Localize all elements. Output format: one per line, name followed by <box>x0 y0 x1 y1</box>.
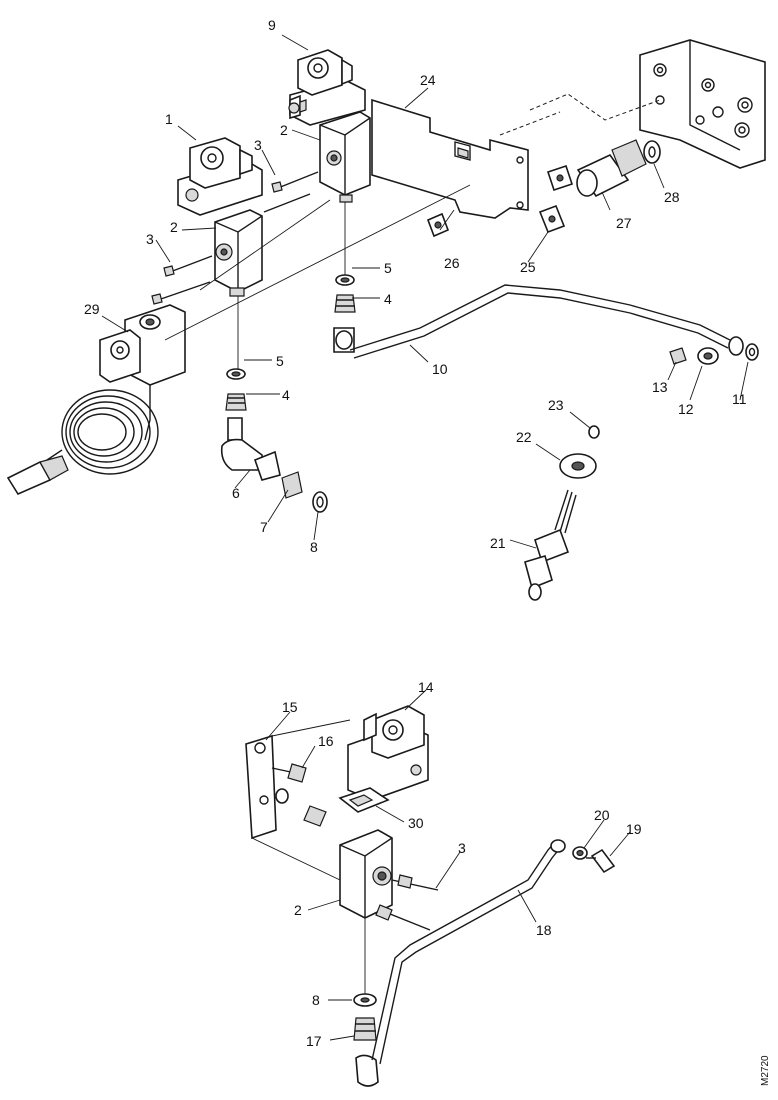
callout-26: 26 <box>444 255 460 271</box>
callout-3: 3 <box>458 840 466 856</box>
callout-6: 6 <box>232 485 240 501</box>
pipe-10 <box>349 284 744 359</box>
guide-line <box>199 199 331 291</box>
callout-10: 10 <box>432 361 448 377</box>
callout-19: 19 <box>626 821 642 837</box>
callout-14: 14 <box>418 679 434 695</box>
fitting-stack-middle <box>333 274 356 353</box>
screw-19 <box>586 848 616 874</box>
callout-8: 8 <box>312 992 320 1008</box>
washer-28 <box>643 140 661 164</box>
nut-13 <box>669 347 687 365</box>
washer-20 <box>572 846 588 860</box>
callout-labels: 9 24 1 2 3 2 3 29 5 4 5 4 6 7 8 10 26 25… <box>84 17 747 1049</box>
callout-2: 2 <box>294 902 302 918</box>
coiled-tube <box>6 389 159 496</box>
fitting-17 <box>353 1017 379 1087</box>
fitting-plate <box>546 164 574 192</box>
callout-18: 18 <box>536 922 552 938</box>
mount-22 <box>559 453 597 479</box>
callout-12: 12 <box>678 401 694 417</box>
fitting-stack-left <box>220 368 328 513</box>
mounting-plate-24 <box>371 98 529 219</box>
callout-2: 2 <box>280 122 288 138</box>
callout-4: 4 <box>282 387 290 403</box>
callout-28: 28 <box>664 189 680 205</box>
fitting-25 <box>538 204 566 234</box>
callout-25: 25 <box>520 259 536 275</box>
gasket-30 <box>338 787 390 813</box>
solenoid-valve-9 <box>288 49 366 126</box>
callout-29: 29 <box>84 301 100 317</box>
callout-5: 5 <box>384 260 392 276</box>
valve-body-2-lower <box>339 829 439 995</box>
callout-4: 4 <box>384 291 392 307</box>
solenoid-valve-14 <box>347 705 429 801</box>
callout-2: 2 <box>170 219 178 235</box>
callout-16: 16 <box>318 733 334 749</box>
callout-20: 20 <box>594 807 610 823</box>
callout-8: 8 <box>310 539 318 555</box>
solenoid-valve-29 <box>99 304 186 441</box>
callout-7: 7 <box>260 519 268 535</box>
solenoid-valve-1 <box>177 137 263 216</box>
wall-bracket <box>499 39 766 169</box>
callout-21: 21 <box>490 535 506 551</box>
fitting-8-lower <box>353 993 377 1007</box>
pipe-18 <box>371 839 566 1065</box>
callout-24: 24 <box>420 72 436 88</box>
callout-30: 30 <box>408 815 424 831</box>
callout-11: 11 <box>732 391 747 407</box>
callout-3: 3 <box>254 137 262 153</box>
fitting-26 <box>426 212 450 238</box>
callout-17: 17 <box>306 1033 322 1049</box>
callout-22: 22 <box>516 429 532 445</box>
screw-23 <box>588 425 600 439</box>
fitting-11 <box>745 343 759 361</box>
fitting-12 <box>697 347 719 365</box>
callout-1: 1 <box>165 111 173 127</box>
callout-leaders <box>101 34 749 1041</box>
callout-23: 23 <box>548 397 564 413</box>
screw-lower-16b <box>275 788 327 827</box>
guide-line <box>164 184 471 341</box>
callout-27: 27 <box>616 215 632 231</box>
sensor-21 <box>524 489 577 601</box>
figure-reference: M2720 <box>760 1055 771 1086</box>
callout-5: 5 <box>276 353 284 369</box>
valve-body-2-upper <box>319 111 371 203</box>
callout-15: 15 <box>282 699 298 715</box>
bracket-15 <box>245 719 351 881</box>
screw-16 <box>271 763 307 783</box>
screws-3 <box>151 171 319 305</box>
valve-body-2-left <box>214 209 263 297</box>
connector-27 <box>576 139 647 198</box>
callout-13: 13 <box>652 379 668 395</box>
callout-3: 3 <box>146 231 154 247</box>
callout-9: 9 <box>268 17 276 33</box>
